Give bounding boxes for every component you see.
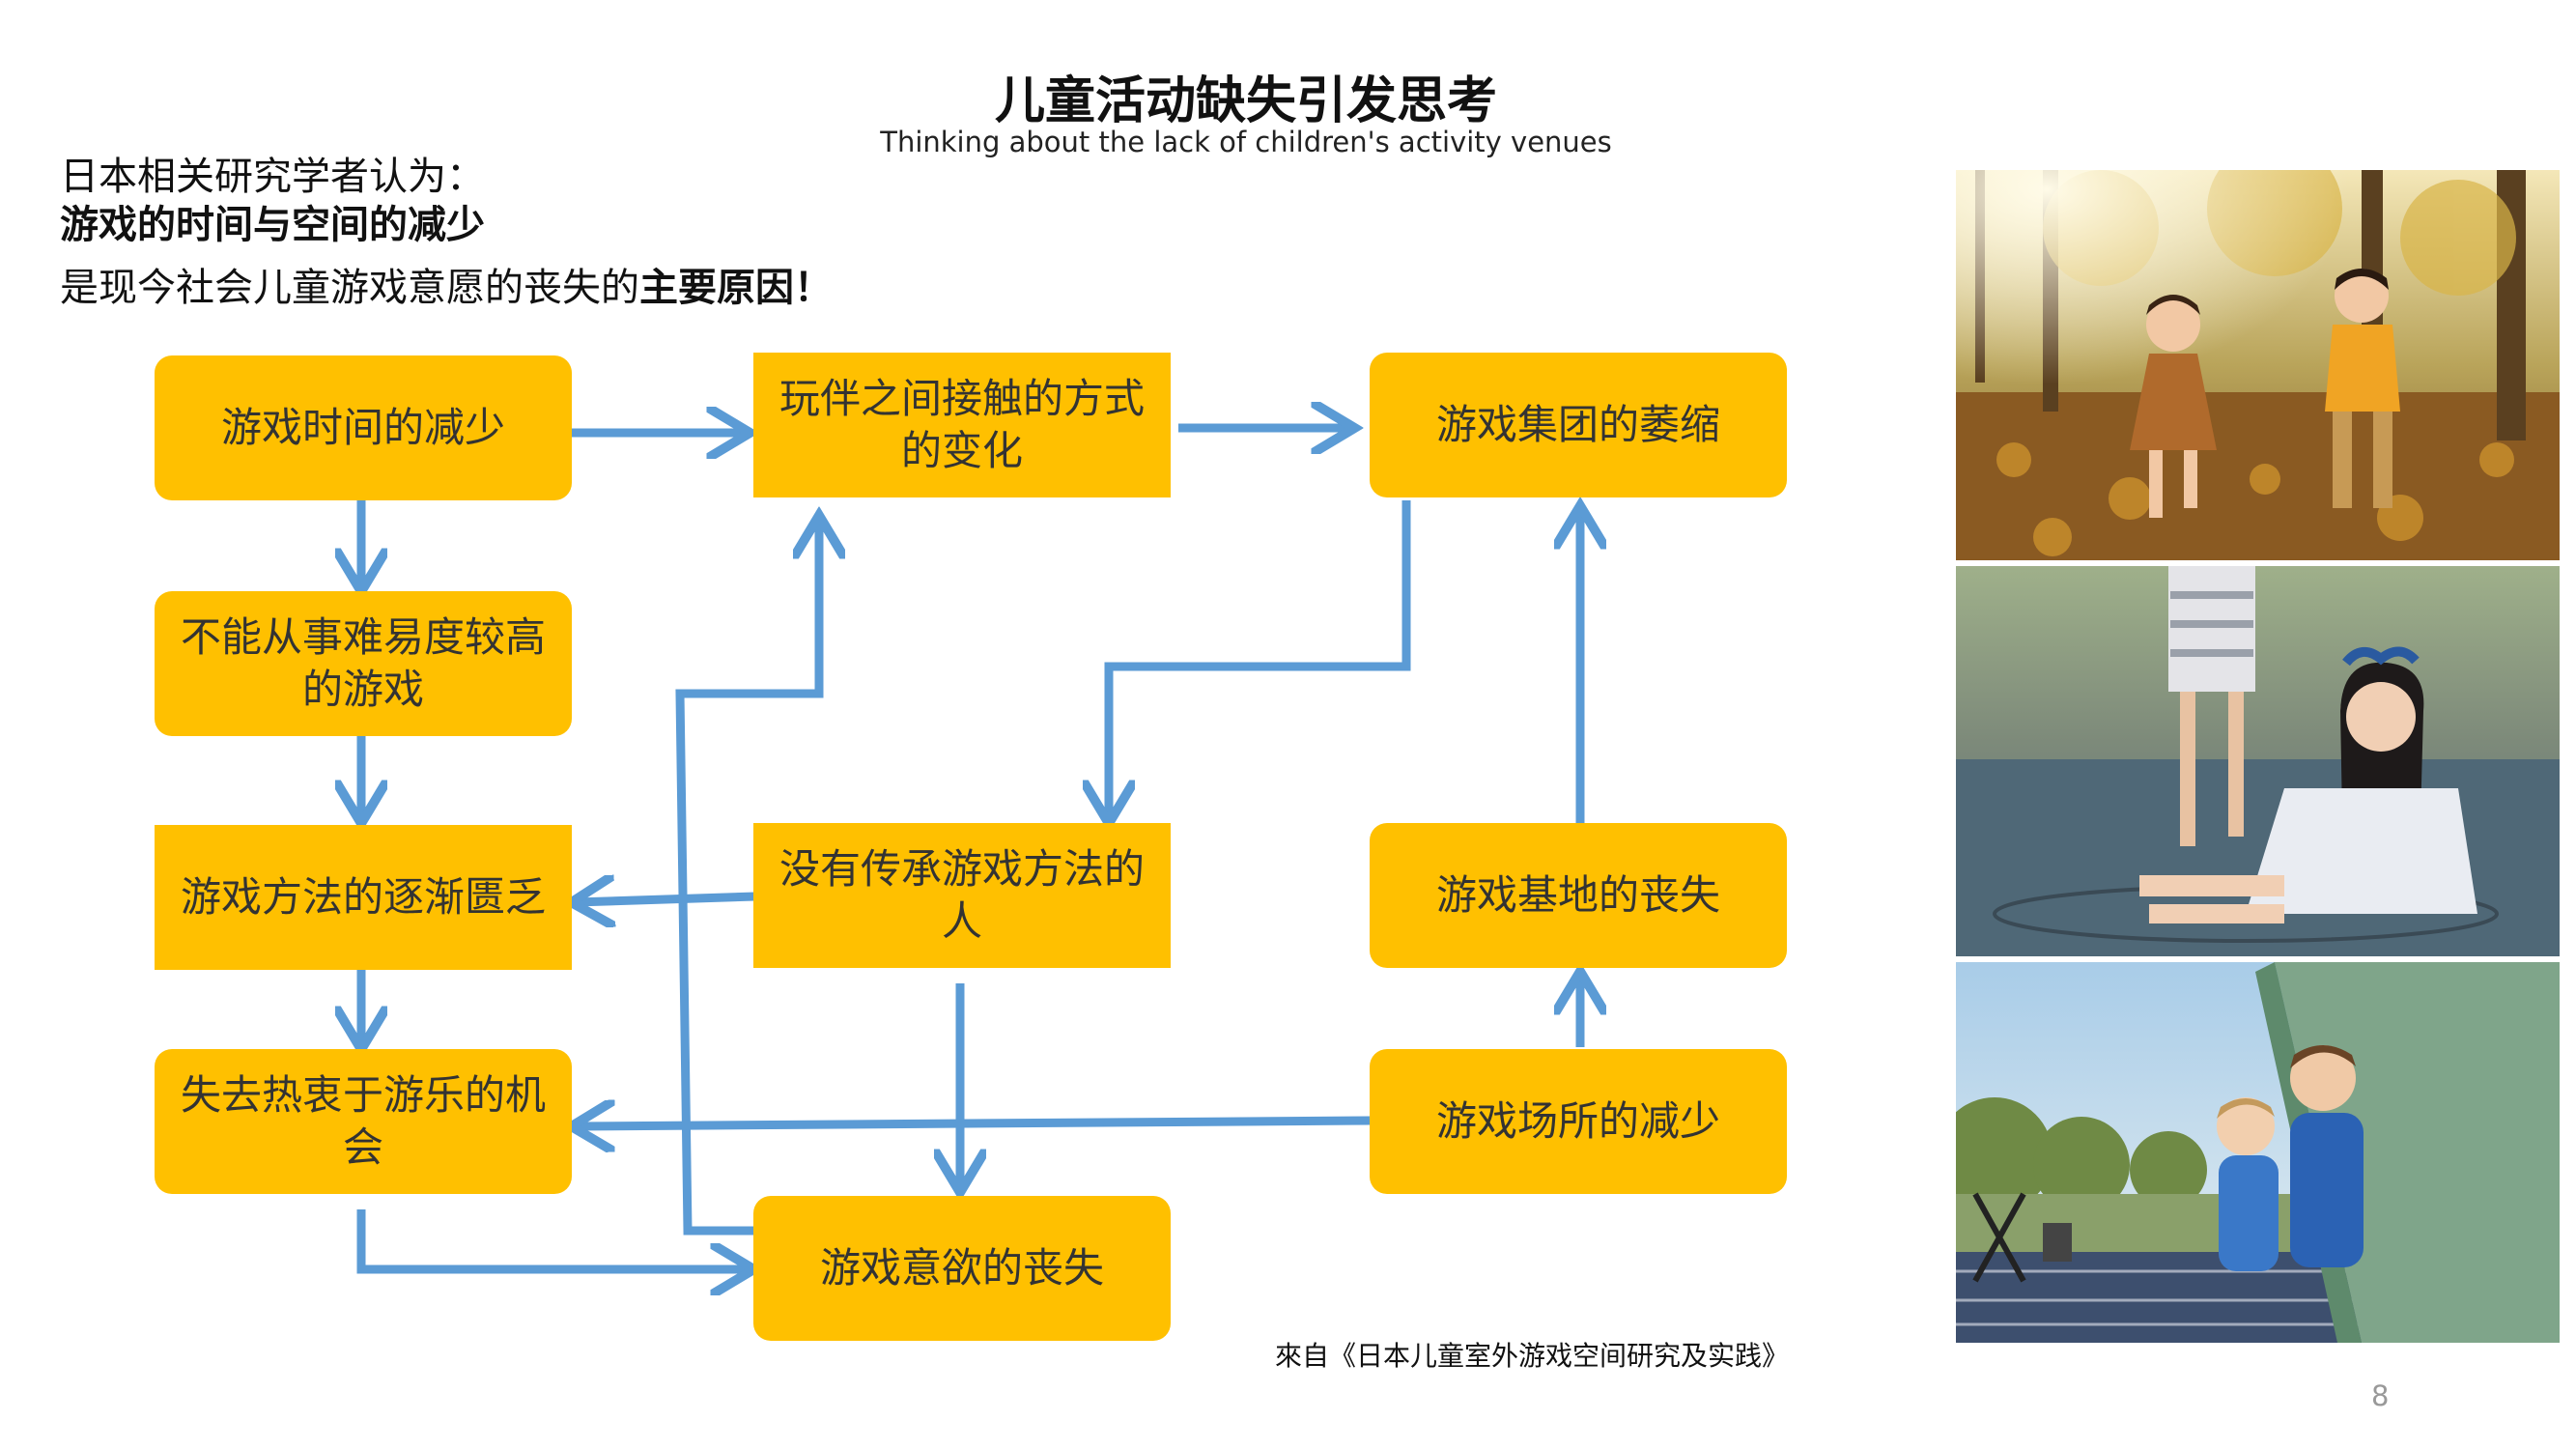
node-base-lost-label: 游戏基地的丧失 (1435, 871, 1720, 919)
source-citation: 來自《日本儿童室外游戏空间研究及实践》 (1275, 1340, 1790, 1372)
node-group-shrink: 游戏集团的萎缩 (1370, 353, 1787, 497)
arrow-group-to-no-inherit (1109, 500, 1411, 819)
intro-line-3-emphasis: 主要原因！ (639, 266, 833, 310)
intro-line-3-text: 是现今社会儿童游戏意愿的丧失的 (60, 266, 639, 310)
node-desire-lost: 游戏意欲的丧失 (753, 1196, 1171, 1341)
arrow-no-inherit-to-methods (576, 896, 756, 902)
node-contact-change: 玩伴之间接触的方式的变化 (753, 353, 1171, 497)
node-group-shrink-label: 游戏集团的萎缩 (1435, 401, 1720, 448)
photo-girl-sitting (1956, 566, 2560, 956)
node-play-time-reduced-label: 游戏时间的减少 (220, 404, 505, 451)
node-passion-lost-label: 失去热衷于游乐的机会 (180, 1071, 546, 1171)
node-no-inheritor-label: 没有传承游戏方法的人 (778, 845, 1145, 945)
page-title: 儿童活动缺失引发思考 (994, 72, 1497, 130)
page-number: 8 (2371, 1379, 2390, 1412)
photo-children-running-autumn (1956, 170, 2560, 560)
intro-line-3: 是现今社会儿童游戏意愿的丧失的主要原因！ (60, 256, 833, 312)
node-passion-lost: 失去热衷于游乐的机会 (155, 1049, 572, 1194)
node-desire-lost-label: 游戏意欲的丧失 (819, 1244, 1104, 1292)
node-contact-change-label: 玩伴之间接触的方式的变化 (778, 375, 1145, 474)
node-places-reduced: 游戏场所的减少 (1370, 1049, 1787, 1194)
arrow-places-to-passion (576, 1121, 1371, 1126)
arrow-desire-to-contact (675, 520, 819, 1236)
node-base-lost: 游戏基地的丧失 (1370, 823, 1787, 968)
intro-line-1: 日本相关研究学者认为： (60, 155, 485, 199)
page-subtitle: Thinking about the lack of children's ac… (880, 126, 1612, 158)
node-no-inheritor: 没有传承游戏方法的人 (753, 823, 1171, 968)
intro-line-2: 游戏的时间与空间的减少 (60, 203, 485, 247)
node-difficulty-label: 不能从事难易度较高的游戏 (180, 613, 546, 713)
node-play-time-reduced: 游戏时间的减少 (155, 355, 572, 500)
node-methods-lacking: 游戏方法的逐渐匮乏 (155, 825, 572, 970)
node-places-reduced-label: 游戏场所的减少 (1435, 1097, 1720, 1145)
node-difficulty: 不能从事难易度较高的游戏 (155, 591, 572, 736)
arrow-passion-to-desire (356, 1209, 750, 1269)
node-methods-lacking-label: 游戏方法的逐渐匮乏 (180, 873, 546, 921)
photo-boys-in-tent (1956, 962, 2560, 1343)
